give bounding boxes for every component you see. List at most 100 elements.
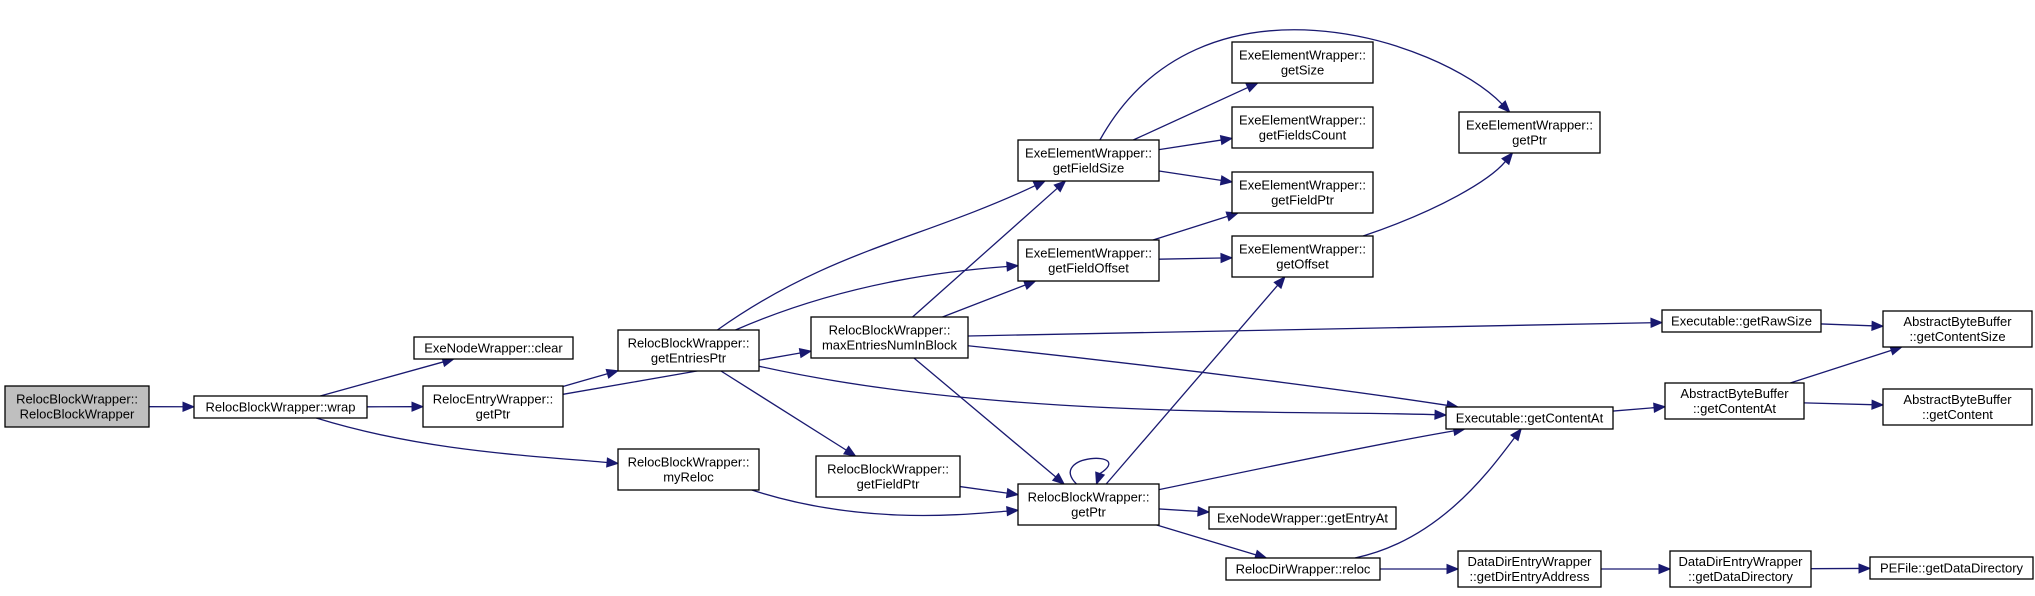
node-box [1458,111,1601,154]
node-box [1882,388,2033,426]
node-box [413,336,574,360]
node-label-line: getEntriesPtr [651,351,727,366]
edge-arrowhead [606,457,620,468]
node-box [617,448,760,491]
edge-arrowhead [1006,261,1020,272]
node-label-line: ExeElementWrapper:: [1239,242,1366,257]
node-getDirEntryAddress[interactable]: DataDirEntryWrapper::getDirEntryAddress [1457,550,1602,588]
call-edge-getFieldOffset-to-eeGetFieldPtr [1152,215,1228,241]
node-box [1664,382,1805,420]
call-edge-maxEntries-to-getRawSize [967,322,1652,337]
node-getOffset[interactable]: ExeElementWrapper::getOffset [1231,235,1374,278]
edge-arrowhead [1273,276,1286,290]
node-box [810,316,969,359]
edge-arrowhead [1220,252,1234,264]
call-edge-entryGetPtr-to-getEntriesPtr [562,373,608,388]
node-box [815,455,961,498]
call-edge-rbGetPtr-to-getContentAt [1158,430,1455,491]
call-edge-rbGetPtr-to-reloc [1156,524,1257,556]
call-edge-getEntriesPtr-to-getFieldOffset [735,265,1008,331]
node-root[interactable]: RelocBlockWrapper::RelocBlockWrapper [4,385,150,428]
node-getContentSize[interactable]: AbstractByteBuffer::getContentSize [1882,310,2033,348]
node-box [1017,483,1160,526]
node-reloc[interactable]: RelocDirWrapper::reloc [1225,557,1381,581]
node-getContentAt[interactable]: Executable::getContentAt [1445,406,1614,430]
node-getFieldOffset[interactable]: ExeElementWrapper::getFieldOffset [1017,239,1160,282]
node-label-line: getPtr [1512,133,1547,148]
call-edge-abGetContentAt-to-getContentSize [1790,349,1892,384]
node-label-line: ::getContentSize [1909,329,2005,344]
call-edge-reloc-to-getContentAt [1354,437,1516,559]
edge-arrowhead [843,445,857,457]
edge-arrowhead [1871,399,1885,410]
node-box [617,329,760,372]
edge-arrowhead [1650,317,1664,329]
node-getRawSize[interactable]: Executable::getRawSize [1661,309,1822,333]
node-getFieldSize[interactable]: ExeElementWrapper::getFieldSize [1017,139,1160,182]
edge-arrowhead [1051,472,1066,485]
node-clear[interactable]: ExeNodeWrapper::clear [413,336,574,360]
node-label-line: getPtr [1071,505,1106,520]
edge-arrowhead [1434,409,1448,420]
edge-arrowhead [798,347,813,359]
node-rbGetPtr[interactable]: RelocBlockWrapper::getPtr [1017,483,1160,526]
node-label-line: DataDirEntryWrapper [1678,554,1803,569]
node-label-line: ExeElementWrapper:: [1025,246,1152,261]
node-box [1231,235,1374,278]
node-peGetDataDirectory[interactable]: PEFile::getDataDirectory [1869,556,2034,580]
node-getEntryAt[interactable]: ExeNodeWrapper::getEntryAt [1208,506,1397,530]
call-edge-myReloc-to-rbGetPtr [751,489,1008,517]
node-label-line: ExeElementWrapper:: [1466,118,1593,133]
node-box [1457,550,1602,588]
node-box [193,395,368,419]
call-edge-maxEntries-to-getFieldSize [912,187,1058,318]
edge-arrowhead [1032,180,1047,191]
node-label-line: RelocEntryWrapper:: [433,392,553,407]
call-edge-getEntriesPtr-to-getContentAt [758,365,1436,416]
node-eeGetPtr[interactable]: ExeElementWrapper::getPtr [1458,111,1601,154]
node-label-line: AbstractByteBuffer [1903,314,2012,329]
node-wrap[interactable]: RelocBlockWrapper::wrap [193,395,368,419]
node-getFieldPtrRB[interactable]: RelocBlockWrapper::getFieldPtr [815,455,961,498]
node-label-line: RelocBlockWrapper:: [628,336,750,351]
edge-arrowhead [1858,563,1872,574]
edge-arrowhead [1219,134,1234,146]
node-entryGetPtr[interactable]: RelocEntryWrapper::getPtr [422,385,564,428]
node-abGetContentAt[interactable]: AbstractByteBuffer::getContentAt [1664,382,1805,420]
node-box [4,385,150,428]
call-edge-wrap-to-myReloc [315,417,608,464]
node-label-line: RelocBlockWrapper:: [628,455,750,470]
node-label-line: ExeElementWrapper:: [1239,113,1366,128]
node-getContent[interactable]: AbstractByteBuffer::getContent [1882,388,2033,426]
call-edge-maxEntries-to-rbGetPtr [913,357,1057,478]
node-getEntriesPtr[interactable]: RelocBlockWrapper::getEntriesPtr [617,329,760,372]
node-label-line: maxEntriesNumInBlock [822,338,958,353]
call-edge-rbGetPtr-to-getOffset [1105,284,1279,485]
node-label-line: RelocBlockWrapper:: [827,462,949,477]
node-eeGetFieldPtr[interactable]: ExeElementWrapper::getFieldPtr [1231,171,1374,214]
node-label-line: ::getDataDirectory [1688,569,1793,584]
node-getSize[interactable]: ExeElementWrapper::getSize [1231,41,1374,84]
node-box [1017,139,1160,182]
node-myReloc[interactable]: RelocBlockWrapper::myReloc [617,448,760,491]
edge-arrowhead [1497,100,1511,113]
edge-arrowhead [1095,471,1106,486]
node-label-line: AbstractByteBuffer [1903,392,2012,407]
node-box [1869,556,2034,580]
node-label-line: ExeElementWrapper:: [1025,146,1152,161]
node-maxEntries[interactable]: RelocBlockWrapper::maxEntriesNumInBlock [810,316,969,359]
node-label-line: getFieldPtr [857,477,921,492]
node-label-line: getSize [1281,63,1324,78]
node-label-line: getFieldPtr [1271,193,1335,208]
call-edge-getRawSize-to-getContentSize [1820,323,1873,327]
node-getFieldsCount[interactable]: ExeElementWrapper::getFieldsCount [1231,106,1374,149]
node-box [1231,106,1374,149]
call-edge-rbGetPtr-to-getEntryAt [1158,508,1199,513]
node-label-line: getPtr [476,407,511,422]
call-edge-wrap-to-clear [320,361,444,397]
call-edge-getFieldPtrRB-to-rbGetPtr [959,485,1008,494]
node-box [1445,406,1614,430]
node-label-line: getFieldSize [1053,161,1125,176]
node-label-line: getFieldsCount [1259,128,1347,143]
node-getDataDirectoryDD[interactable]: DataDirEntryWrapper::getDataDirectory [1669,550,1812,588]
